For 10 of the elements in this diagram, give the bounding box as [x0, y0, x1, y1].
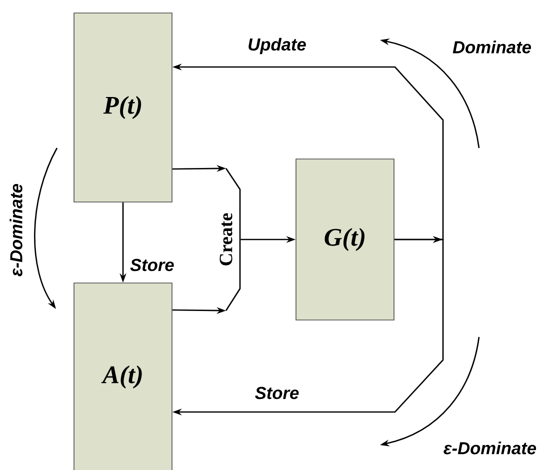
direction-label: ε-Dominate	[10, 184, 22, 276]
process-box: P(t)	[74, 12, 172, 202]
edge-label: Update	[246, 36, 308, 56]
edge-label: Store	[128, 258, 176, 272]
process-box: A(t)	[74, 282, 172, 470]
direction-label: ε-Dominate	[444, 442, 536, 454]
direction-label: Dominate	[452, 40, 531, 54]
bracket-node: Create	[220, 168, 241, 312]
edge-label: Store	[254, 386, 300, 400]
process-box: G(t)	[296, 158, 394, 320]
